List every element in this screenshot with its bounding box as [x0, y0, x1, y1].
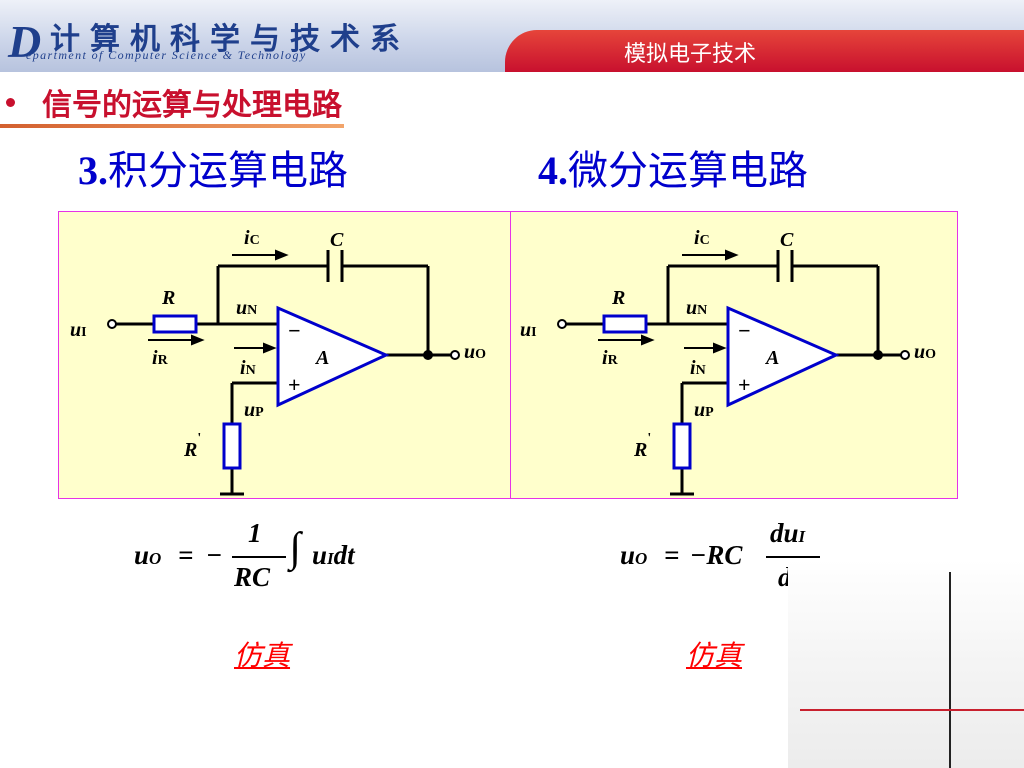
integrator-label-ir: iR — [152, 347, 169, 369]
differentiator-resistor-r-prime — [672, 422, 692, 470]
integrator-formula-neg: − — [206, 540, 223, 570]
integrator-circuit-diagram: iC C R uI iR uN iN − + A uO uP R' — [70, 227, 486, 496]
integrator-output-node — [423, 350, 433, 360]
differentiator-capacitor — [776, 250, 794, 282]
integrator-formula-integrand: uIdt — [312, 540, 355, 570]
department-logo: D — [8, 16, 42, 67]
differentiator-formula-numerator: duI — [770, 518, 806, 548]
differentiator-formula-lhs: uO — [620, 540, 648, 570]
differentiator-label-minus: − — [738, 318, 751, 343]
integrator-label-up: uP — [244, 399, 264, 421]
integrator-label-un: uN — [236, 297, 257, 319]
corner-vertical-line — [949, 572, 951, 768]
integrator-formula-eq: = — [178, 540, 194, 570]
differentiator-resistor-r — [602, 314, 648, 334]
integrator-capacitor — [326, 250, 344, 282]
integrator-formula-numerator: 1 — [248, 518, 262, 548]
department-name-english: epartment of Computer Science & Technolo… — [26, 48, 307, 62]
section-title: 信号的运算与处理电路 — [42, 88, 342, 123]
differentiator-label-ir: iR — [602, 347, 619, 369]
differentiator-label-un: uN — [686, 297, 707, 319]
integrator-label-minus: − — [288, 318, 301, 343]
heading-differentiator-text: 微分运算电路 — [568, 148, 808, 194]
integrator-formula-lhs: uO — [134, 540, 162, 570]
integrator-label-a: A — [314, 347, 329, 369]
differentiator-label-in: iN — [690, 357, 706, 379]
course-title: 模拟电子技术 — [624, 42, 757, 67]
integrator-output-terminal — [450, 350, 460, 360]
integrator-simulation-link[interactable]: 仿真 — [234, 639, 291, 672]
integrator-arrows — [148, 249, 289, 354]
heading-integrator-text: 积分运算电路 — [108, 148, 348, 194]
integral-sign: ∫ — [289, 525, 301, 571]
differentiator-label-r-prime: R' — [633, 431, 651, 461]
integrator-label-uo: uO — [464, 341, 486, 363]
differentiator-label-c: C — [780, 229, 794, 251]
integrator-label-ic: iC — [244, 227, 260, 249]
differentiator-arrows — [598, 249, 739, 354]
section-underline — [0, 124, 344, 128]
differentiator-label-a: A — [764, 347, 779, 369]
differentiator-label-r: R — [611, 287, 625, 309]
integrator-label-plus: + — [288, 372, 301, 397]
differentiator-formula-eq: = — [664, 540, 680, 570]
integrator-resistor-r — [152, 314, 198, 334]
integrator-label-ui: uI — [70, 319, 87, 341]
differentiator-input-terminal — [557, 319, 567, 329]
differentiator-wires — [565, 264, 902, 496]
course-tab — [505, 30, 1024, 72]
differentiator-output-node — [873, 350, 883, 360]
differentiator-label-ui: uI — [520, 319, 537, 341]
integrator-label-c: C — [330, 229, 344, 251]
bullet-icon — [6, 98, 15, 107]
department-name: 计算机科学与技术系 — [50, 22, 410, 57]
differentiator-fraction-bar — [766, 556, 820, 558]
differentiator-label-ic: iC — [694, 227, 710, 249]
integrator-input-terminal — [107, 319, 117, 329]
corner-horizontal-line — [800, 709, 1024, 711]
panel-divider — [510, 211, 511, 499]
differentiator-circuit-diagram: iC C R uI iR uN iN − + A uO uP R' — [520, 227, 936, 496]
heading-integrator-number: 3. — [78, 148, 108, 193]
integrator-opamp — [276, 305, 390, 408]
integrator-fraction-bar — [232, 556, 286, 558]
differentiator-opamp — [726, 305, 840, 408]
integrator-label-r: R — [161, 287, 175, 309]
integrator-resistor-r-prime — [222, 422, 242, 470]
differentiator-simulation-link[interactable]: 仿真 — [686, 639, 743, 672]
integrator-formula-denominator: RC — [234, 562, 271, 592]
differentiator-output-terminal — [900, 350, 910, 360]
differentiator-label-plus: + — [738, 372, 751, 397]
integrator-wires — [115, 264, 452, 496]
integrator-label-r-prime: R' — [183, 431, 201, 461]
differentiator-label-up: uP — [694, 399, 714, 421]
integrator-label-in: iN — [240, 357, 256, 379]
heading-differentiator: 4.微分运算电路 — [538, 138, 808, 196]
header-banner: D 计算机科学与技术系 epartment of Computer Scienc… — [0, 0, 1024, 72]
heading-differentiator-number: 4. — [538, 148, 568, 193]
differentiator-formula-coef: −RC — [690, 540, 743, 570]
differentiator-label-uo: uO — [914, 341, 936, 363]
corner-decoration — [788, 560, 1024, 768]
heading-integrator: 3.积分运算电路 — [78, 138, 348, 196]
